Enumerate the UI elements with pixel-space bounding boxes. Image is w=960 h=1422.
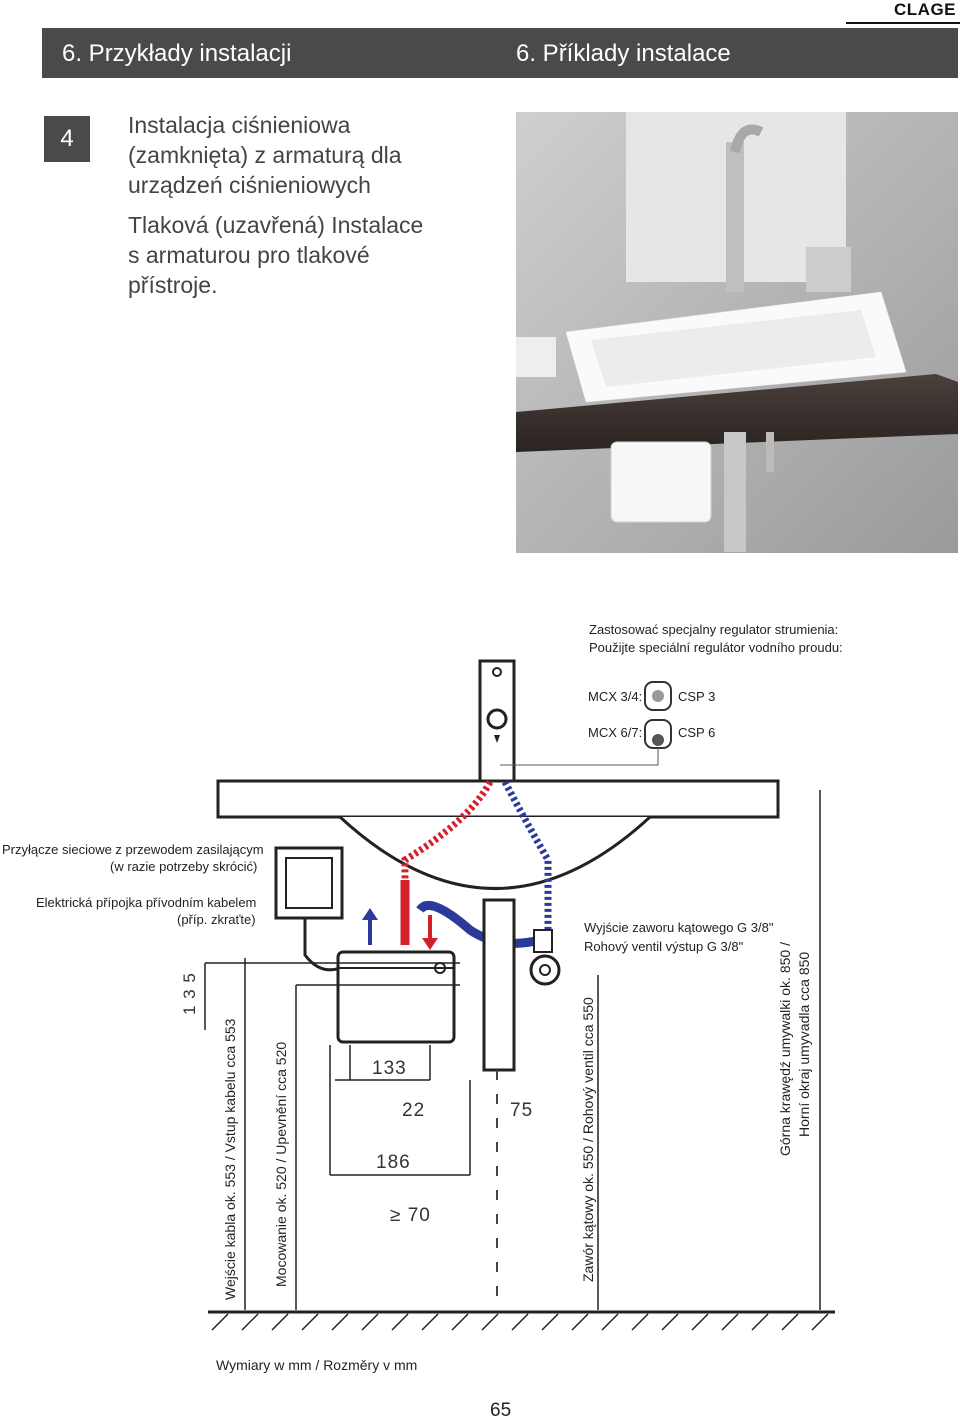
- aerator-csp6: CSP 6: [678, 725, 716, 740]
- v-label-angle-valve: Zawór kątowy ok. 550 / Rohový ventil cca…: [580, 997, 596, 1282]
- dim-186: 186: [376, 1152, 411, 1173]
- power-note-pl-2: (w razie potrzeby skrócić): [110, 859, 258, 874]
- model-mcx34: MCX 3/4:: [588, 689, 643, 704]
- section-number: 4: [44, 116, 90, 162]
- section-header-bar: [42, 28, 958, 78]
- power-note-cs-1: Elektrická přípojka přívodním kabelem: [36, 895, 257, 910]
- title-pl-line3: urządzeń ciśnieniowych: [128, 172, 371, 198]
- dim-133: 133: [372, 1058, 407, 1079]
- installation-photo: [516, 112, 958, 553]
- power-note-pl-1: Przyłącze sieciowe z przewodem zasilając…: [2, 842, 264, 857]
- v-label-basin-edge-pl: Górna krawędź umywalki ok. 850 /: [777, 942, 793, 1156]
- title-cs-line1: Tlaková (uzavřená) Instalace: [128, 212, 424, 238]
- dim-135: 1 3 5: [180, 972, 199, 1015]
- title-pl-line1: Instalacja ciśnieniowa: [128, 112, 351, 138]
- brand-rule: [846, 22, 960, 24]
- header-title-pl: 6. Przykłady instalacji: [62, 40, 292, 67]
- brand-logo: CLAGE: [894, 0, 956, 19]
- units-note: Wymiary w mm / Rozměry v mm: [216, 1357, 418, 1373]
- regulator-note-pl: Zastosować specjalny regulator strumieni…: [589, 622, 839, 637]
- page-number: 65: [490, 1400, 512, 1421]
- dim-75: 75: [510, 1100, 534, 1121]
- valve-outlet-cs: Rohový ventil výstup G 3/8": [584, 939, 744, 954]
- v-label-mounting: Mocowanie ok. 520 / Upevnění cca 520: [273, 1041, 289, 1287]
- header-title-cs: 6. Příklady instalace: [516, 40, 731, 67]
- title-pl-line2: (zamknięta) z armaturą dla: [128, 142, 402, 168]
- aerator-csp3: CSP 3: [678, 689, 716, 704]
- regulator-note-cs: Použijte speciální regulátor vodního pro…: [589, 640, 843, 655]
- v-label-cable-entry: Wejście kabla ok. 553 / Vstup kabelu cca…: [222, 1018, 238, 1300]
- title-cs-line2: s armaturou pro tlakové: [128, 242, 370, 268]
- dim-22: 22: [402, 1100, 426, 1121]
- model-mcx67: MCX 6/7:: [588, 725, 643, 740]
- v-label-basin-edge-cs: Horní okraj umyvadla cca 850: [796, 951, 812, 1137]
- dim-70: ≥ 70: [390, 1205, 431, 1226]
- power-note-cs-2: (příp. zkraťte): [177, 912, 256, 927]
- title-cs-line3: přístroje.: [128, 272, 218, 298]
- valve-outlet-pl: Wyjście zaworu kątowego G 3/8": [584, 920, 774, 935]
